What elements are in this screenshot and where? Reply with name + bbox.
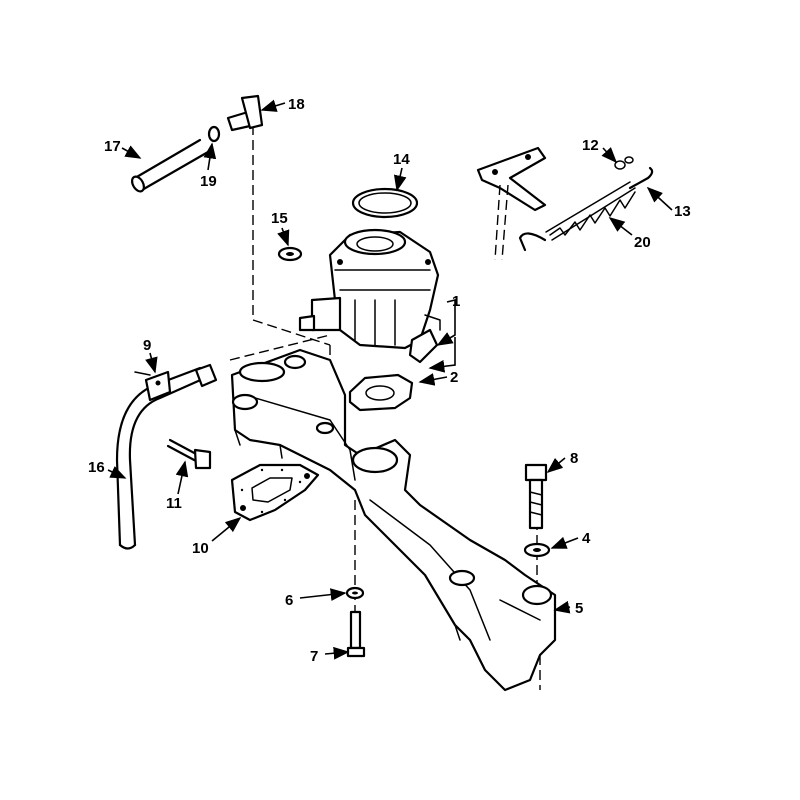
washer-15 <box>277 246 303 262</box>
throttle-bracket <box>476 146 547 261</box>
callout-20: 20 <box>634 234 651 251</box>
return-spring <box>518 181 636 252</box>
callout-4: 4 <box>582 530 591 547</box>
callout-18: 18 <box>288 96 305 113</box>
callout-10: 10 <box>192 540 209 557</box>
callout-15: 15 <box>271 210 288 227</box>
washer-4 <box>523 542 551 558</box>
callout-leaders <box>107 99 673 660</box>
callout-14: 14 <box>393 151 410 168</box>
fuel-line-17 <box>131 138 210 193</box>
callout-16: 16 <box>88 459 105 476</box>
intake-manifold <box>230 348 557 692</box>
callout-11: 11 <box>166 495 182 512</box>
screw-7 <box>346 610 366 658</box>
screw-11 <box>166 438 212 470</box>
carb-top-gasket <box>351 187 419 219</box>
callout-19: 19 <box>200 173 217 190</box>
washer-6 <box>345 586 365 600</box>
callout-17: 17 <box>104 138 121 155</box>
callout-2: 2 <box>450 369 458 386</box>
carburetor <box>298 228 441 364</box>
callout-7: 7 <box>310 648 318 665</box>
callout-labels: 1 2 4 5 6 7 8 9 10 11 12 13 14 15 16 17 … <box>88 96 691 665</box>
callout-1: 1 <box>452 293 460 310</box>
o-ring-19 <box>207 125 221 143</box>
callout-12: 12 <box>582 137 599 154</box>
callout-5: 5 <box>575 600 583 617</box>
fitting-18 <box>226 94 264 132</box>
hose-clamp <box>134 370 172 402</box>
clip-12 <box>614 156 634 170</box>
callout-6: 6 <box>285 592 293 609</box>
carb-base-gasket <box>348 373 414 412</box>
bolt-8 <box>524 463 548 530</box>
callout-8: 8 <box>570 450 578 467</box>
manifold-gasket <box>230 463 320 522</box>
callout-13: 13 <box>674 203 691 220</box>
callout-9: 9 <box>143 337 151 354</box>
rod-13 <box>628 166 654 190</box>
